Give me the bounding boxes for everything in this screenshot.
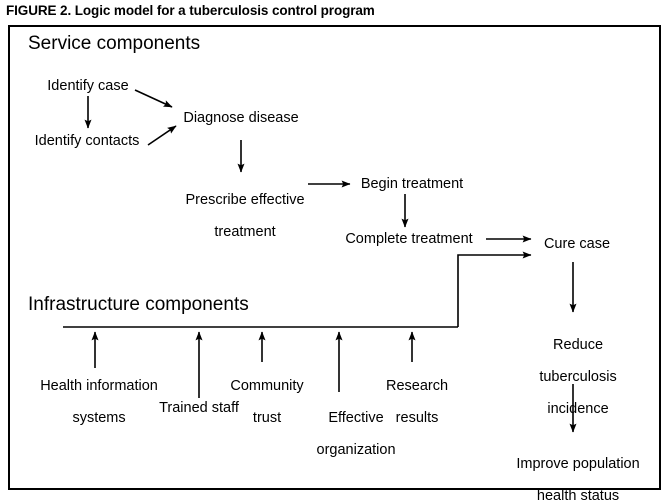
node-community-trust-line2: trust: [252, 410, 282, 426]
node-improve-health-status-line2: health status: [536, 488, 620, 504]
section-heading-infrastructure: Infrastructure components: [28, 294, 249, 315]
node-diagnose-disease: Diagnose disease: [183, 110, 299, 126]
node-identify-contacts: Identify contacts: [34, 133, 140, 149]
node-research-results-line1: Research: [386, 378, 449, 394]
node-prescribe-treatment-line1: Prescribe effective: [185, 192, 305, 208]
node-improve-health-status: Improve population health status: [494, 440, 654, 504]
edge-identifycase-to-diagnose: [134, 89, 173, 108]
node-trained-staff: Trained staff: [159, 400, 239, 416]
node-begin-treatment: Begin treatment: [360, 176, 464, 192]
diagram-frame: [8, 25, 661, 490]
node-reduce-incidence-line3: incidence: [547, 401, 609, 417]
node-health-information-systems: Health information systems: [25, 362, 165, 426]
node-improve-health-status-line1: Improve population: [516, 456, 640, 472]
node-effective-organization: Effective organization: [293, 394, 411, 458]
section-heading-service: Service components: [28, 33, 201, 54]
node-prescribe-treatment-line2: treatment: [214, 224, 276, 240]
node-community-trust: Community trust: [213, 362, 313, 426]
node-health-information-systems-line2: systems: [72, 410, 126, 426]
node-research-results: Research results: [371, 362, 455, 426]
node-identify-case: Identify case: [47, 78, 129, 94]
node-health-information-systems-line1: Health information: [40, 378, 158, 394]
node-complete-treatment: Complete treatment: [345, 231, 473, 247]
node-prescribe-treatment: Prescribe effective treatment: [171, 176, 311, 240]
figure-title: FIGURE 2. Logic model for a tuberculosis…: [6, 3, 375, 18]
edge-identifycontacts-to-diagnose: [147, 125, 177, 146]
node-reduce-incidence-line2: tuberculosis: [539, 369, 617, 385]
edge-infrastructure-to-cure: [457, 251, 532, 327]
node-effective-organization-line1: Effective: [328, 410, 384, 426]
node-community-trust-line1: Community: [230, 378, 304, 394]
node-research-results-line2: results: [395, 410, 439, 426]
node-reduce-incidence: Reduce tuberculosis incidence: [513, 321, 635, 417]
node-cure-case: Cure case: [543, 236, 611, 252]
node-effective-organization-line2: organization: [316, 442, 396, 458]
node-reduce-incidence-line1: Reduce: [553, 337, 604, 353]
